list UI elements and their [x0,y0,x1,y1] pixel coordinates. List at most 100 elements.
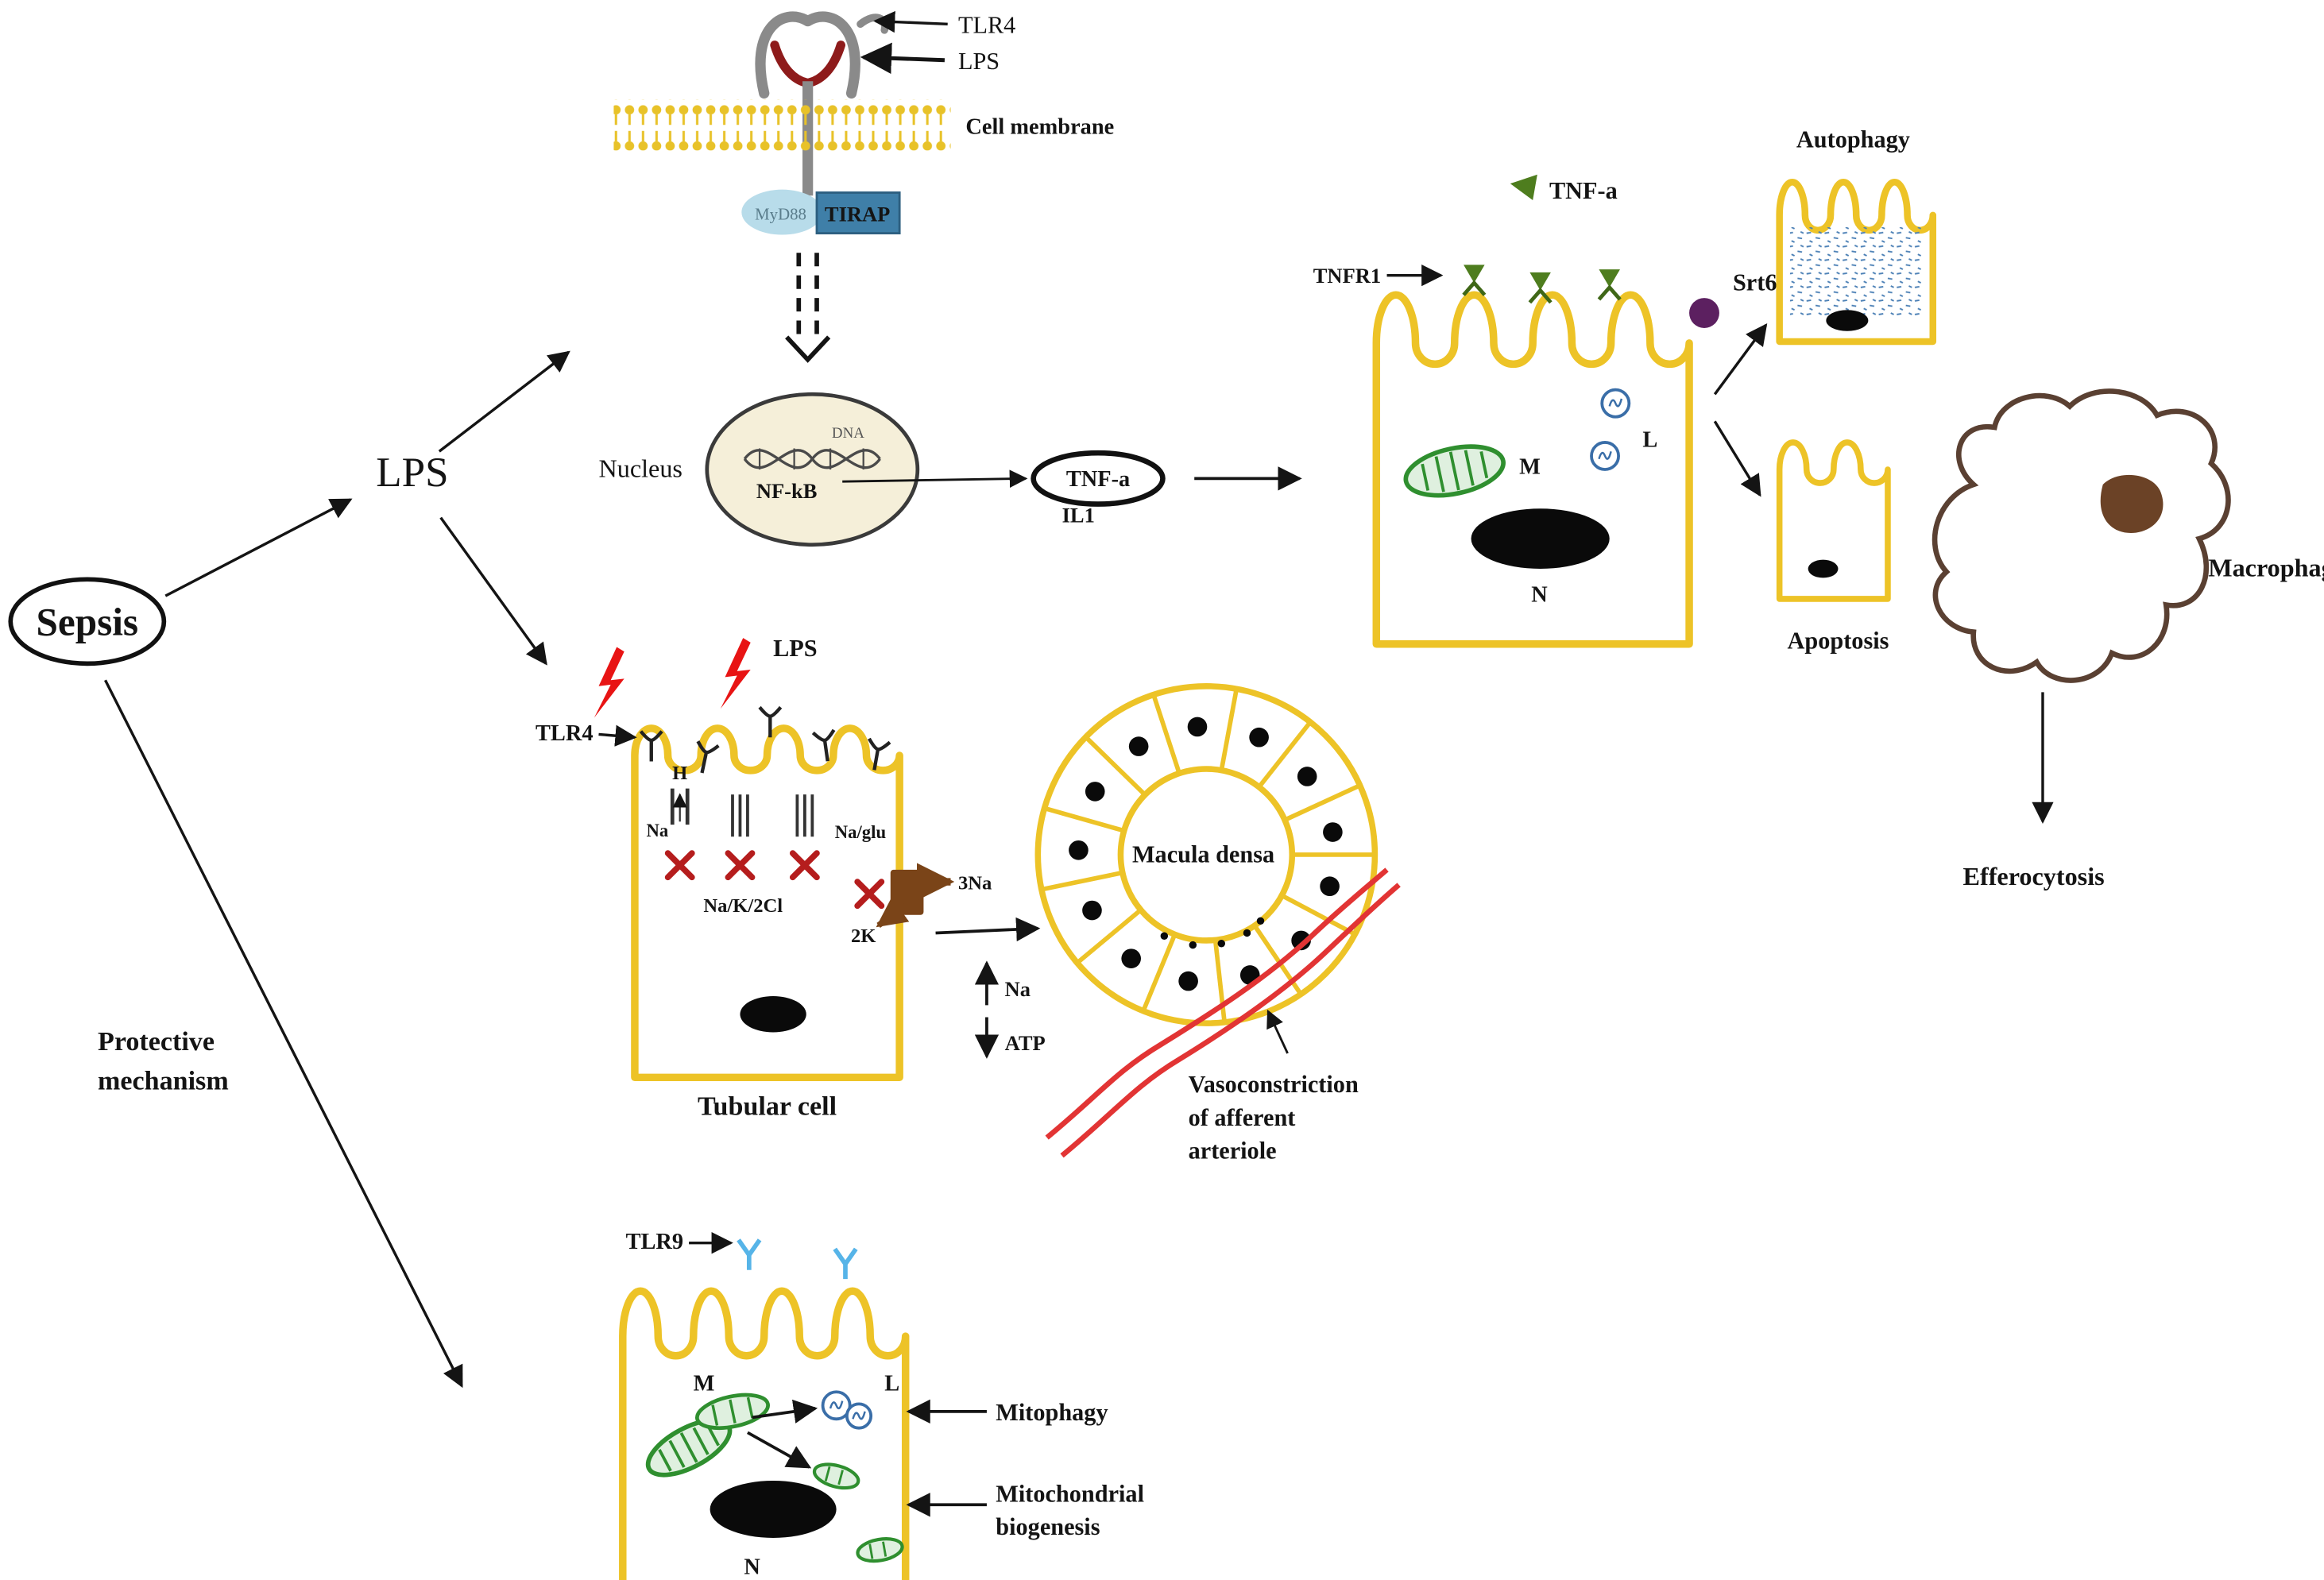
lps-to-tubular-arrow [439,516,547,666]
nucleus-label: Nucleus [598,454,682,482]
myd88-protein [741,189,823,235]
transcription-arrow [842,469,1028,489]
tubular-cell-outline [631,724,903,1082]
mitophagy-flow-arrow [752,1399,818,1424]
lysosome-bottom-label: L [884,1371,899,1396]
lps-main-label: LPS [376,450,448,496]
tnfr1-receptor-3 [1597,284,1622,301]
na-flux-label: Na [1005,977,1031,1001]
mitochondrion-small-2 [856,1537,904,1563]
mito-label: M [694,1371,715,1396]
apoptosis-nucleus [1808,559,1839,578]
tnfr1-label: TNFR1 [1313,264,1381,288]
myd88-label: MyD88 [755,205,806,224]
mitochondrion-label: M [1519,455,1541,480]
na-glu-label: Na/glu [835,822,887,842]
tnfa-ligand-2 [1529,272,1551,291]
tubular-cell: LPS TLR4 H Na Na/glu [536,635,1046,1122]
x-mark-1 [664,850,695,881]
h-exchanger-label: H [672,763,687,784]
tlr4-top-label: TLR4 [958,12,1015,39]
macula-densa: Macula densa [1034,683,1379,1054]
tnfa-ligand-1 [1464,265,1485,284]
to-autophagy-arrow [1713,323,1768,396]
lipid-bilayer [613,99,951,151]
macrophage-label: Macrophage [2208,554,2324,582]
biogenesis-flow-arrow [746,1431,812,1469]
arteriole-wall-2 [1060,883,1401,1158]
biogenesis-label-1: Mitochondrial [996,1480,1144,1507]
nucleus-organelle: DNA NF-kB Nucleus [598,392,920,547]
cell-membrane-label: Cell membrane [965,115,1114,140]
pump-2k-label: 2K [851,925,876,947]
x-mark-2 [725,850,756,881]
nfkb-to-tnfa-arrow: TNF-a IL1 [842,450,1302,527]
cristae-2 [1434,456,1445,493]
tnfa-oval [1031,450,1166,507]
apoptosis-cell: Apoptosis [1776,439,1891,654]
lps-molecule-left [770,41,811,87]
protective-cell-nucleus [710,1480,837,1538]
lps-lightning-2 [720,638,751,709]
cristae-4 [1464,450,1475,486]
lps-top-label: LPS [958,48,1000,75]
surface-receptor-5 [868,737,891,771]
arteriole-wall-1 [1045,867,1389,1140]
lysosome-2-detail [1598,450,1612,460]
mitochondrion-medium [695,1393,770,1431]
macrophage-outline [1932,388,2231,683]
cell-nucleus [1471,508,1610,570]
srt6-protein [1689,298,1719,328]
tlr4-pointer-arrow [873,10,948,33]
sepsis-label: Sepsis [37,600,139,643]
pump-3na-label: 3Na [958,873,992,894]
blocked-transporter-marks [664,850,885,910]
tnfr1-receptor-1 [1462,280,1487,296]
pump-2k-arrow [876,897,910,929]
tlr4-receptor-left-arm [755,11,814,99]
surface-receptor-3 [758,705,783,738]
macrophage-cell: Macrophage Efferocytosis [1932,388,2324,890]
tnfr1-tubular-cell: TNF-a TNFR1 Srt6 M L N [1313,174,1777,648]
apoptosis-cell-outline [1776,439,1891,602]
apoptosis-label: Apoptosis [1788,627,1889,654]
mitochondrion [1403,444,1506,498]
tubular-cell-nucleus [740,996,806,1033]
x-mark-3 [789,850,820,881]
autophagy-nucleus [1826,310,1869,331]
biogenesis-label-2: biogenesis [996,1513,1100,1540]
tlr4-receptor-right-arm [802,11,860,99]
tirap-protein [815,191,901,235]
left-arrows: LPS Protective mechanism [98,350,570,1389]
cristae-5 [1479,450,1489,479]
lps-pointer-arrow [860,42,945,74]
tlr4-mid-arrow [598,724,637,747]
atp-label: ATP [1005,1031,1046,1055]
afferent-arteriole: Vasoconstriction of afferent arteriole [1045,867,1401,1165]
dna-label: DNA [832,425,864,442]
tnfa-ligand-floating [1510,174,1537,200]
lps-mid-label: LPS [773,635,818,662]
cell-membrane: Cell membrane [613,99,1114,151]
vasoconstriction-label-2: of afferent [1189,1104,1296,1131]
dna-helix-strand-2 [743,449,881,469]
autophagy-speckles [1789,227,1923,318]
to-apoptosis-arrow [1713,420,1761,497]
mitophagy-label: Mitophagy [996,1399,1108,1426]
arteriole-pointer-arrow [1266,1009,1289,1054]
cell-nucleus-label: N [1531,583,1548,608]
lps-molecule-right [804,41,845,87]
tnfr1-receptor-2 [1528,288,1553,304]
sepsis-to-lps-arrow [164,498,353,597]
nucleus-body [705,392,920,547]
to-macula-arrow [935,917,1041,942]
surface-receptor-1 [639,730,663,762]
sepsis-oval [8,577,167,666]
vasoconstriction-label-3: arteriole [1189,1138,1277,1165]
tlr9-label: TLR9 [626,1230,684,1254]
protective-mechanism-label-2: mechanism [98,1066,229,1095]
macrophage-nucleus [2100,474,2164,533]
tlr4-mid-label: TLR4 [536,721,594,746]
lysosome-bottom-2-detail [852,1411,866,1420]
protective-nucleus-label: N [744,1555,760,1579]
